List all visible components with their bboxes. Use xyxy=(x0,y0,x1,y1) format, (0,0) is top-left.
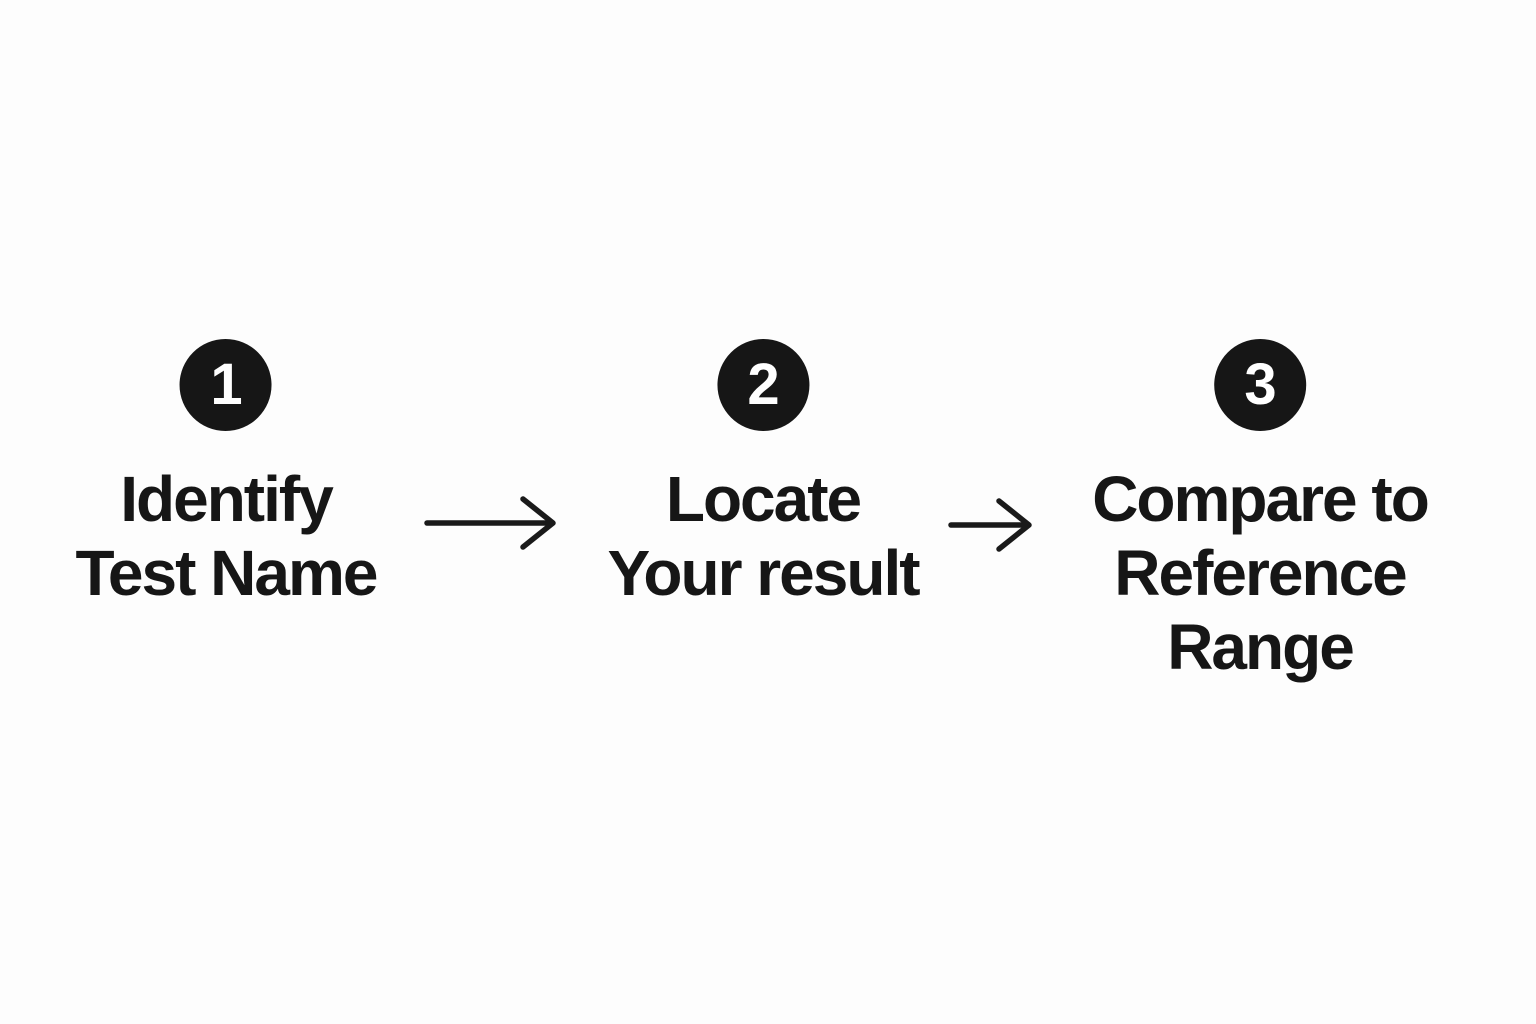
step-3-label: Compare to Reference Range xyxy=(1092,462,1430,684)
step-label-line: Your result xyxy=(607,537,920,609)
step-1: 1 Identify Test Name xyxy=(75,339,379,610)
step-3: 3 Compare to Reference Range xyxy=(1092,339,1430,684)
step-1-number: 1 xyxy=(210,352,242,417)
step-3-number-badge: 3 xyxy=(1214,339,1306,431)
step-2: 2 Locate Your result xyxy=(607,339,921,610)
step-2-label: Locate Your result xyxy=(607,462,920,610)
arrow-right-icon xyxy=(948,498,1032,552)
step-label-line: Locate xyxy=(665,463,862,535)
step-label-line: Test Name xyxy=(75,537,379,609)
step-2-number-badge: 2 xyxy=(717,339,809,431)
step-label-line: Identify xyxy=(120,463,334,535)
step-label-line: Range xyxy=(1167,611,1355,683)
step-label-line: Reference xyxy=(1114,537,1407,609)
step-label-line: Compare to xyxy=(1092,463,1430,535)
step-2-number: 2 xyxy=(747,352,779,417)
step-1-number-badge: 1 xyxy=(180,339,272,431)
step-1-label: Identify Test Name xyxy=(75,462,379,610)
step-3-number: 3 xyxy=(1244,352,1276,417)
arrow-right-icon xyxy=(424,496,556,550)
